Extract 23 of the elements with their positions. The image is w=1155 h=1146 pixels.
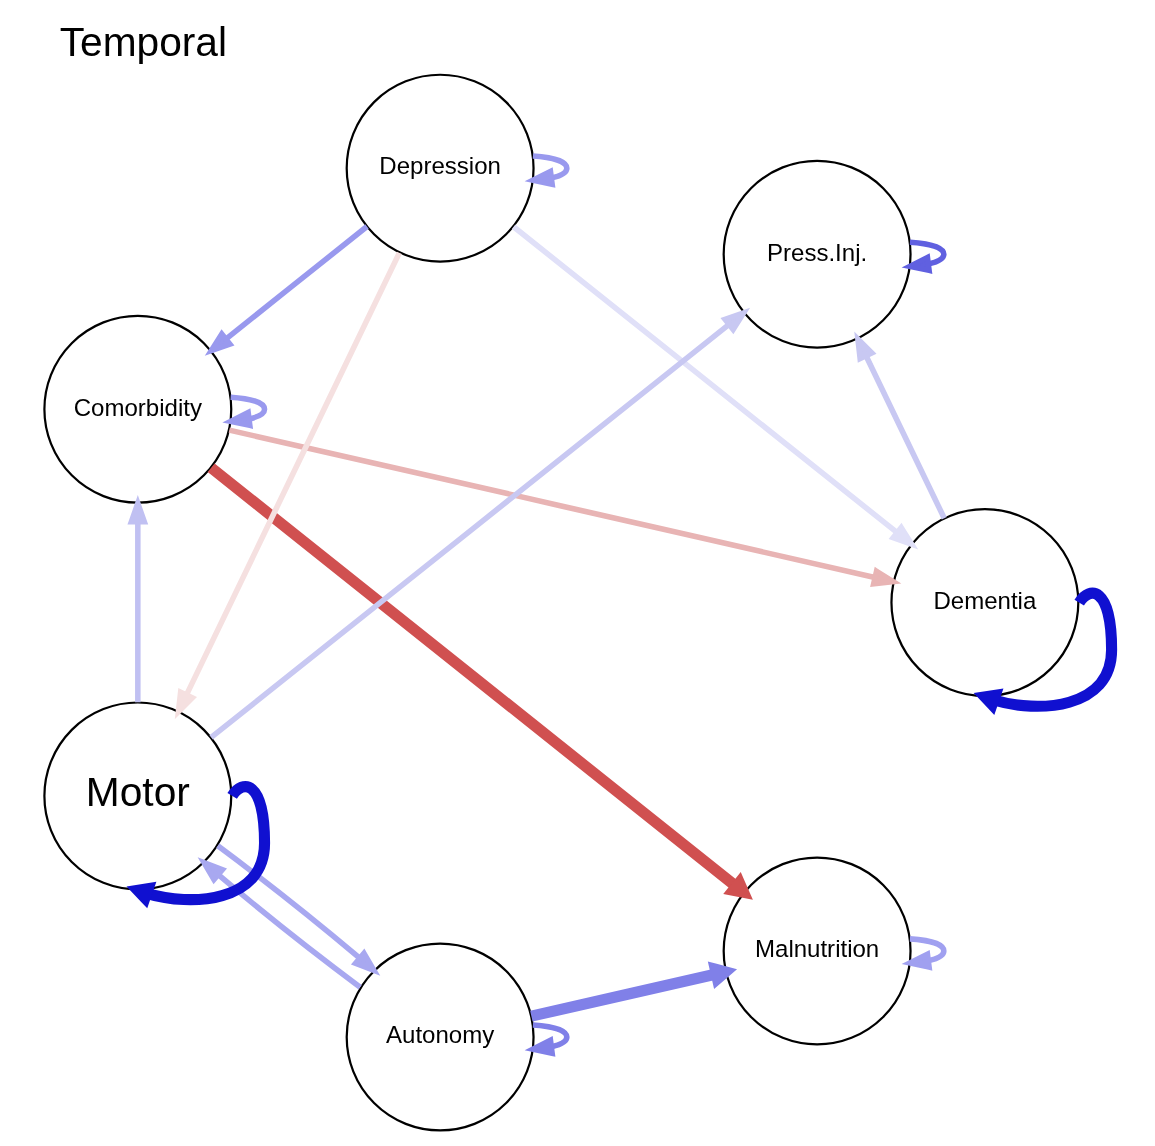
node-circle: Autonomy bbox=[345, 942, 535, 1132]
arrow bbox=[197, 857, 362, 990]
node-circle: Press.Inj. bbox=[722, 159, 912, 349]
arrow bbox=[901, 239, 947, 274]
arrow bbox=[126, 494, 148, 703]
arrow bbox=[204, 224, 369, 356]
arrow bbox=[126, 781, 270, 909]
diagram-title: Temporal bbox=[59, 18, 227, 65]
arrow bbox=[524, 1022, 570, 1057]
node-circle: Depression bbox=[345, 73, 535, 263]
arrow bbox=[221, 394, 267, 429]
arrow bbox=[524, 153, 570, 188]
arrow bbox=[853, 331, 947, 520]
arrow bbox=[529, 961, 737, 1022]
arrow bbox=[511, 224, 918, 550]
arrow bbox=[901, 936, 947, 971]
arrow bbox=[174, 251, 402, 720]
arrow bbox=[215, 843, 380, 976]
node-circle: Motor bbox=[42, 701, 232, 891]
arrow bbox=[207, 463, 753, 900]
arrow bbox=[973, 587, 1117, 716]
arrow bbox=[208, 307, 750, 740]
arrow bbox=[228, 427, 901, 588]
